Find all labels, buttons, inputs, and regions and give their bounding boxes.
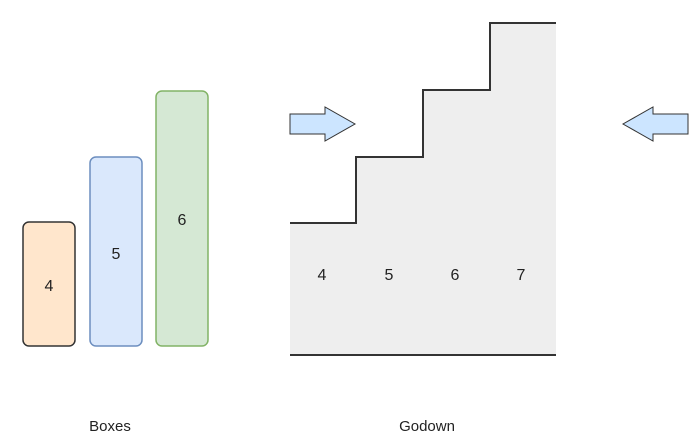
- box-6: 6: [155, 90, 209, 347]
- box-6-label: 6: [178, 212, 187, 229]
- boxes-caption: Boxes: [89, 418, 131, 435]
- godown-caption: Godown: [399, 418, 455, 435]
- godown-slot-5: 5: [385, 267, 394, 284]
- box-4: 4: [22, 221, 76, 347]
- box-5: 5: [89, 156, 143, 347]
- box-4-label: 4: [45, 278, 54, 295]
- box-5-label: 5: [112, 246, 121, 263]
- godown-slot-6: 6: [451, 267, 460, 284]
- godown-slot-4: 4: [318, 267, 327, 284]
- arrow-left-icon: [621, 106, 689, 142]
- godown-slot-7: 7: [517, 267, 526, 284]
- godown-shape: [290, 22, 556, 356]
- arrow-right-icon: [289, 106, 357, 142]
